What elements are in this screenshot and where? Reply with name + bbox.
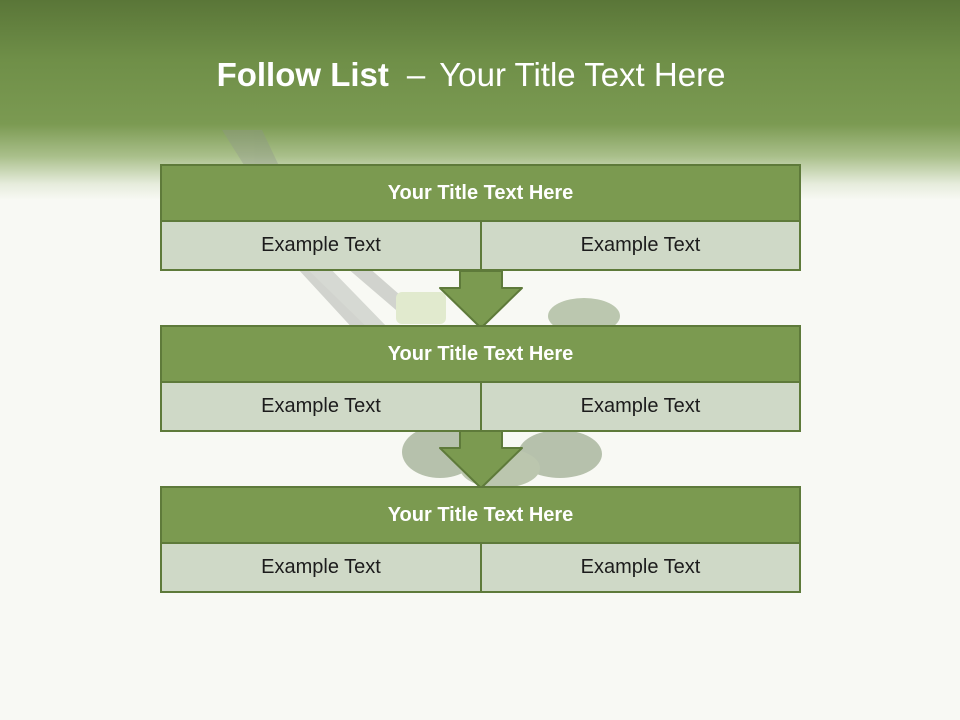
step-1-left-text: Example Text xyxy=(160,220,482,271)
slide-title-rest: Your Title Text Here xyxy=(439,56,726,93)
step-1-right-text: Example Text xyxy=(480,220,801,271)
step-2-right-text: Example Text xyxy=(480,381,801,432)
slide-title: Follow List–Your Title Text Here xyxy=(0,52,942,98)
step-1-title: Your Title Text Here xyxy=(160,164,801,222)
step-2-left-text: Example Text xyxy=(160,381,482,432)
step-3-right-text: Example Text xyxy=(480,542,801,593)
slide-title-bold: Follow List xyxy=(216,56,389,93)
down-arrow-icon xyxy=(439,270,523,329)
step-3-left-text: Example Text xyxy=(160,542,482,593)
slide-title-dash: – xyxy=(406,56,426,93)
down-arrow-icon xyxy=(439,430,523,489)
step-3-title: Your Title Text Here xyxy=(160,486,801,544)
step-2-title: Your Title Text Here xyxy=(160,325,801,383)
